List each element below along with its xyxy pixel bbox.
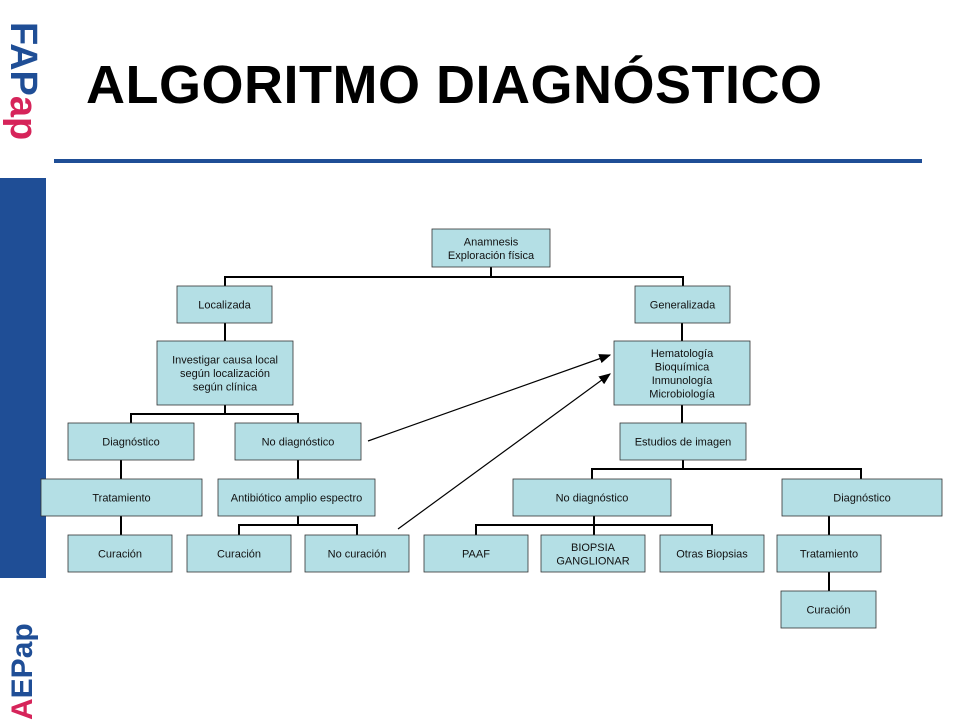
sidebar-top (0, 0, 46, 178)
node-label: Microbiología (649, 388, 715, 400)
node-diag-left: Diagnóstico (67, 422, 195, 461)
node-label: Otras Biopsias (676, 549, 748, 561)
node-label: Bioquímica (655, 361, 710, 373)
node-curacion-2: Curación (186, 534, 292, 573)
node-box (67, 534, 173, 573)
node-label: Generalizada (650, 300, 716, 312)
node-box (40, 478, 203, 517)
node-label: Antibiótico amplio espectro (231, 493, 362, 505)
node-tratamiento-right: Tratamiento (776, 534, 882, 573)
node-box (431, 228, 551, 268)
sidebar-bottom (0, 578, 46, 720)
node-box (781, 478, 943, 517)
page-title: ALGORITMO DIAGNÓSTICO (86, 55, 823, 115)
node-box (776, 534, 882, 573)
node-box (423, 534, 529, 573)
node-label: No diagnóstico (262, 437, 335, 449)
connector-estudios-split (591, 468, 862, 479)
node-diag-right: Diagnóstico (781, 478, 943, 517)
node-nodiag-left: No diagnóstico (234, 422, 362, 461)
node-estudios: Estudios de imagen (619, 422, 747, 461)
node-box (512, 478, 672, 517)
node-curacion-1: Curación (67, 534, 173, 573)
node-tratamiento-left: Tratamiento (40, 478, 203, 517)
node-label: Curación (806, 605, 850, 617)
node-label: Anamnesis (464, 236, 519, 248)
node-box (67, 422, 195, 461)
node-box (186, 534, 292, 573)
node-otras: Otras Biopsias (659, 534, 765, 573)
connectors (120, 267, 862, 591)
sidebar (0, 0, 46, 720)
node-label: Diagnóstico (833, 493, 890, 505)
node-box (659, 534, 765, 573)
node-label: Diagnóstico (102, 437, 159, 449)
node-label: Curación (98, 549, 142, 561)
node-label: Hematología (651, 348, 714, 360)
node-label: según clínica (193, 382, 258, 394)
node-generalizada: Generalizada (634, 285, 731, 324)
node-antibiotico: Antibiótico amplio espectro (217, 478, 376, 517)
connector-anamnesis-split (224, 276, 684, 286)
node-no-curacion: No curación (304, 534, 410, 573)
node-label: BIOPSIA (571, 542, 616, 554)
node-box (540, 534, 646, 573)
arrow-nodiag-to-hemato (367, 354, 612, 442)
node-box (217, 478, 376, 517)
node-label: Inmunología (652, 375, 713, 387)
node-paaf: PAAF (423, 534, 529, 573)
arrow-nocuracion-to-hemato (397, 373, 611, 530)
node-label: Exploración física (448, 250, 535, 262)
node-curacion-3: Curación (780, 590, 877, 629)
node-box (176, 285, 273, 324)
node-hemato: HematologíaBioquímicaInmunologíaMicrobio… (613, 340, 751, 406)
node-label: No curación (328, 549, 387, 561)
node-box (634, 285, 731, 324)
sidebar-band (0, 178, 46, 578)
node-label: Tratamiento (800, 549, 858, 561)
node-box (613, 340, 751, 406)
node-label: Tratamiento (92, 493, 150, 505)
node-label: GANGLIONAR (556, 555, 629, 567)
node-label: Localizada (198, 300, 251, 312)
node-label: No diagnóstico (556, 493, 629, 505)
node-nodiag-right: No diagnóstico (512, 478, 672, 517)
node-box (619, 422, 747, 461)
title-divider (54, 159, 922, 163)
node-label: según localización (180, 368, 270, 380)
node-box (780, 590, 877, 629)
node-box (304, 534, 410, 573)
connector-investigar-split (130, 413, 299, 423)
node-label: Curación (217, 549, 261, 561)
node-label: PAAF (462, 549, 490, 561)
node-localizada: Localizada (176, 285, 273, 324)
node-label: Estudios de imagen (635, 437, 732, 449)
connector-antibiotico-split (238, 524, 358, 535)
node-label: Investigar causa local (172, 355, 278, 367)
node-box (234, 422, 362, 461)
node-box (156, 340, 294, 406)
